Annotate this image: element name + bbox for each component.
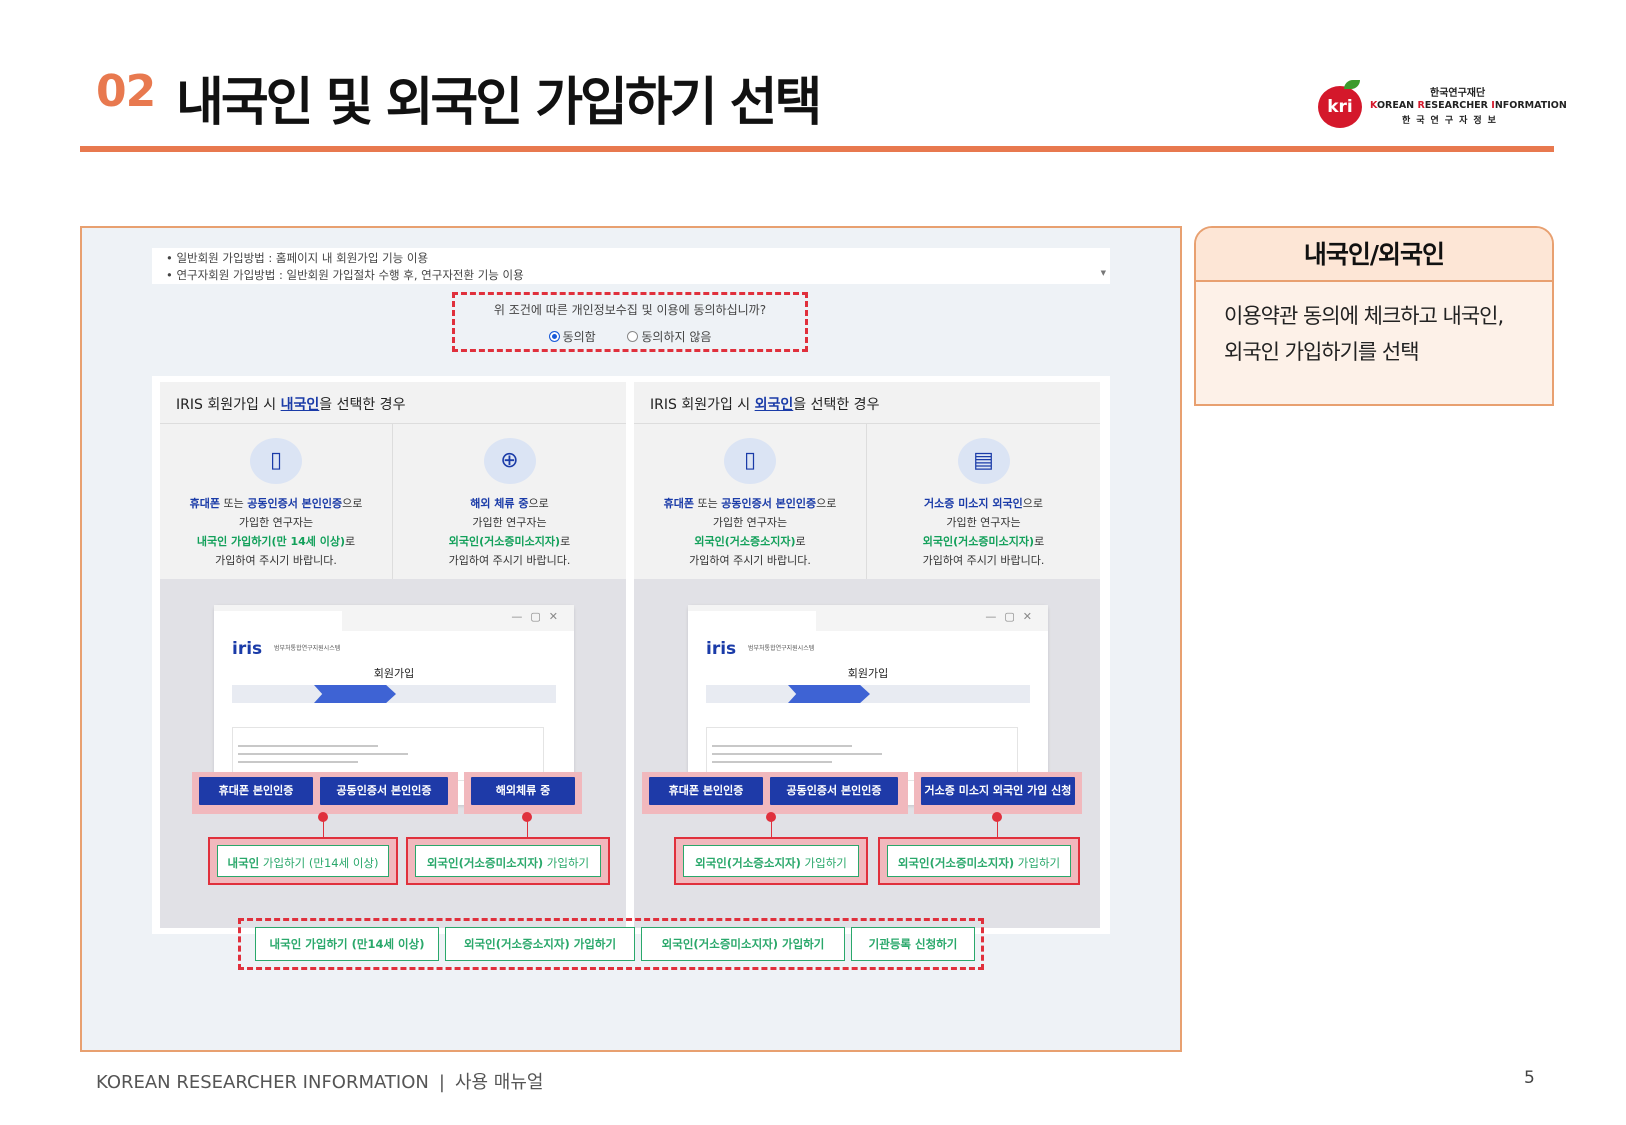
foreign-id-join-highlight: 외국인(거소증소지자) 가입하기 [674, 837, 868, 885]
connector-line [771, 814, 772, 838]
side-card-title: 내국인/외국인 [1196, 228, 1552, 282]
connector-line [997, 814, 998, 838]
notice-line-researcher: • 연구자회원 가입방법 : 일반회원 가입절차 수행 후, 연구자전환 기능 … [166, 268, 524, 282]
side-explanation-card: 내국인/외국인 이용약관 동의에 체크하고 내국인, 외국인 가입하기를 선택 [1194, 226, 1554, 406]
radio-checked-icon[interactable] [548, 331, 560, 342]
globe-icon: ⊕ [483, 438, 536, 484]
title-divider [80, 146, 1554, 152]
bottom-buttons-highlight: 내국인 가입하기 (만14세 이상) 외국인(거소증소지자) 가입하기 외국인(… [238, 918, 984, 970]
foreign-panel-heading: IRIS 회원가입 시 외국인을 선택한 경우 [634, 382, 1100, 424]
phone-id-icon: ▯ [250, 438, 302, 484]
domestic-join-button[interactable]: 내국인 가입하기 (만14세 이상) [255, 927, 439, 961]
window-controls-icon[interactable]: —▢✕ [511, 610, 566, 623]
domestic-panel: IRIS 회원가입 시 내국인을 선택한 경우 ▯ 휴대폰 또는 공동인증서 본… [160, 382, 626, 928]
connector-line [527, 814, 528, 838]
scroll-down-icon[interactable]: ▼ [1100, 269, 1106, 277]
domestic-panel-heading: IRIS 회원가입 시 내국인을 선택한 경우 [160, 382, 626, 424]
window-title: 회원가입 [847, 667, 889, 680]
text-line [238, 753, 408, 755]
connector-dot [992, 812, 1002, 822]
foreign-noid-info: ▤ 거소증 미소지 외국인으로 가입한 연구자는 외국인(거소증미소지자)로 가… [867, 424, 1100, 579]
consent-disagree-option[interactable]: 동의하지 않음 [627, 330, 711, 344]
consent-agree-option[interactable]: 동의함 [548, 330, 596, 344]
logo-english-name: KOREAN RESEARCHER INFORMATION [1370, 100, 1567, 111]
connector-dot [766, 812, 776, 822]
phone-id-icon: ▯ [724, 438, 776, 484]
foreign-noid-join-button[interactable]: 외국인(거소증미소지자) 가입하기 [415, 845, 601, 877]
signup-window: —▢✕ iris 범부처통합연구지원시스템 회원가입 [214, 605, 574, 805]
foreign-panel: IRIS 회원가입 시 외국인을 선택한 경우 ▯ 휴대폰 또는 공동인증서 본… [634, 382, 1100, 928]
active-step [788, 685, 870, 703]
phone-auth-button[interactable]: 휴대폰 본인인증 [649, 777, 763, 805]
id-card-hand-icon: ▤ [957, 438, 1010, 484]
leaf-icon [1344, 80, 1360, 89]
consent-highlight: 위 조건에 따른 개인정보수집 및 이용에 동의하십니까? 동의함 동의하지 않… [452, 292, 808, 352]
foreign-id-join-button[interactable]: 외국인(거소증소지자) 가입하기 [683, 845, 859, 877]
foreign-noid-join-highlight: 외국인(거소증미소지자) 가입하기 [878, 837, 1080, 885]
iris-logo: iris [706, 639, 737, 659]
connector-line [323, 814, 324, 838]
foreign-noid-join-button[interactable]: 외국인(거소증미소지자) 가입하기 [887, 845, 1071, 877]
page-title: 내국인 및 외국인 가입하기 선택 [176, 73, 822, 133]
domestic-join-highlight: 내국인 가입하기 (만14세 이상) [208, 837, 398, 885]
text-line [238, 745, 378, 747]
page-number: 5 [1524, 1068, 1535, 1088]
logo-org-name: 한국연구재단 [1430, 88, 1486, 99]
iris-subtitle: 범부처통합연구지원시스템 [748, 645, 815, 652]
foreign-noid-join-highlight: 외국인(거소증미소지자) 가입하기 [406, 837, 610, 885]
iris-logo: iris [232, 639, 263, 659]
noid-apply-button[interactable]: 거소증 미소지 외국인 가입 신청 [921, 777, 1075, 805]
foreign-noid-join-button[interactable]: 외국인(거소증미소지자) 가입하기 [641, 927, 845, 961]
active-step [314, 685, 396, 703]
institution-register-button[interactable]: 기관등록 신청하기 [851, 927, 975, 961]
text-line [712, 745, 852, 747]
consent-question: 위 조건에 따른 개인정보수집 및 이용에 동의하십니까? [493, 303, 767, 317]
foreign-demo-zone: —▢✕ iris 범부처통합연구지원시스템 회원가입 휴대폰 본인인증 공동인증… [634, 579, 1100, 928]
phone-auth-button[interactable]: 휴대폰 본인인증 [199, 777, 313, 805]
domestic-auth-group: 휴대폰 본인인증 공동인증서 본인인증 [192, 772, 458, 814]
connector-dot [522, 812, 532, 822]
abroad-button[interactable]: 해외체류 중 [471, 777, 575, 805]
kri-logo: kri 한국연구재단 KOREAN RESEARCHER INFORMATION… [1318, 80, 1567, 128]
footer-label: KOREAN RESEARCHER INFORMATION|사용 매뉴얼 [96, 1072, 544, 1093]
side-card-body: 이용약관 동의에 체크하고 내국인, 외국인 가입하기를 선택 [1224, 304, 1504, 364]
domestic-abroad-info: ⊕ 해외 체류 중으로 가입한 연구자는 외국인(거소증미소지자)로 가입하여 … [393, 424, 626, 579]
section-number: 02 [96, 66, 156, 117]
text-line [712, 761, 832, 763]
window-title: 회원가입 [373, 667, 415, 680]
foreign-phone-info: ▯ 휴대폰 또는 공동인증서 본인인증으로 가입한 연구자는 외국인(거소증소지… [634, 424, 867, 579]
signup-steps [706, 685, 1030, 703]
signup-window: —▢✕ iris 범부처통합연구지원시스템 회원가입 [688, 605, 1048, 805]
domestic-join-button[interactable]: 내국인 가입하기 (만14세 이상) [217, 845, 389, 877]
radio-unchecked-icon[interactable] [627, 331, 639, 342]
screenshot-frame: • 일반회원 가입방법 : 홈페이지 내 회원가입 기능 이용 • 연구자회원 … [80, 226, 1182, 1052]
domestic-demo-zone: —▢✕ iris 범부처통합연구지원시스템 회원가입 휴대폰 본인인증 공동인증… [160, 579, 626, 928]
notice-line-general: • 일반회원 가입방법 : 홈페이지 내 회원가입 기능 이용 [166, 251, 429, 265]
domestic-phone-info: ▯ 휴대폰 또는 공동인증서 본인인증으로 가입한 연구자는 내국인 가입하기(… [160, 424, 393, 579]
text-line [238, 761, 358, 763]
foreign-noid-group: 거소증 미소지 외국인 가입 신청 [914, 772, 1082, 814]
cert-auth-button[interactable]: 공동인증서 본인인증 [770, 777, 898, 805]
notice-box[interactable]: • 일반회원 가입방법 : 홈페이지 내 회원가입 기능 이용 • 연구자회원 … [152, 248, 1110, 284]
foreign-id-join-button[interactable]: 외국인(거소증소지자) 가입하기 [445, 927, 635, 961]
connector-dot [318, 812, 328, 822]
window-controls-icon[interactable]: —▢✕ [985, 610, 1040, 623]
text-line [712, 753, 882, 755]
logo-korean-subname: 한국연구자정보 [1402, 116, 1502, 126]
signup-panels: IRIS 회원가입 시 내국인을 선택한 경우 ▯ 휴대폰 또는 공동인증서 본… [152, 376, 1110, 934]
foreign-auth-group: 휴대폰 본인인증 공동인증서 본인인증 [642, 772, 908, 814]
iris-subtitle: 범부처통합연구지원시스템 [274, 645, 341, 652]
cert-auth-button[interactable]: 공동인증서 본인인증 [320, 777, 448, 805]
domestic-abroad-group: 해외체류 중 [464, 772, 582, 814]
apple-logo-icon: kri [1318, 86, 1362, 128]
signup-steps [232, 685, 556, 703]
